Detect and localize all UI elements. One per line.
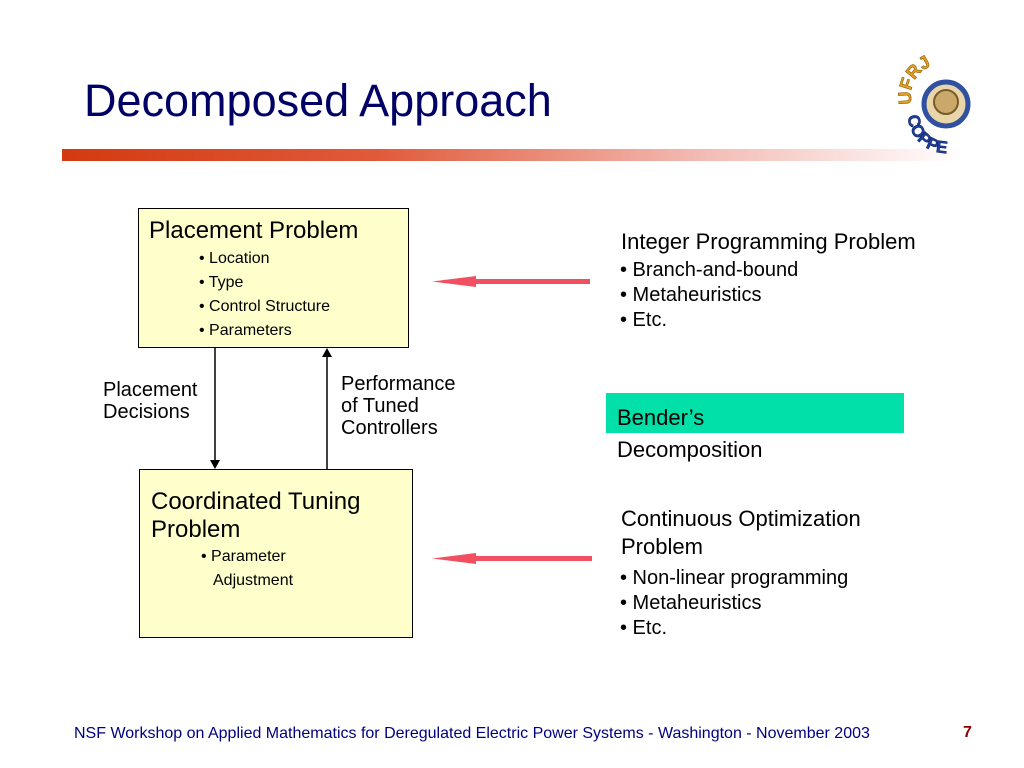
footer-text: NSF Workshop on Applied Mathematics for … (74, 725, 870, 742)
integer-bullet: • Branch-and-bound (620, 259, 799, 281)
placement-problem-box: Placement Problem • Location • Type • Co… (138, 208, 409, 348)
tuning-bullet: • Parameter (201, 548, 286, 565)
placement-bullet: • Parameters (199, 322, 292, 339)
continuous-title-line: Continuous Optimization (621, 506, 861, 531)
continuous-bullet: • Etc. (620, 617, 668, 639)
continuous-bullet: • Metaheuristics (620, 592, 762, 614)
label-line: Placement (103, 379, 198, 401)
integer-bullet: • Etc. (620, 309, 668, 331)
benders-decomposition-label: Bender’s Decomposition (617, 402, 763, 466)
continuous-title-line: Problem (621, 534, 703, 559)
continuous-optimization-title: Continuous Optimization Problem (621, 505, 861, 561)
red-left-arrow-icon (432, 553, 592, 564)
integer-programming-title: Integer Programming Problem (621, 229, 916, 254)
title-underline (62, 149, 962, 161)
label-line: Controllers (341, 417, 438, 439)
tuning-title-line: Coordinated Tuning (151, 488, 361, 515)
up-arrow-icon (322, 348, 332, 469)
benders-line: Bender’s (617, 405, 705, 430)
down-arrow-icon (210, 348, 220, 469)
label-line: of Tuned (341, 395, 419, 417)
coordinated-tuning-title: Coordinated Tuning Problem (151, 488, 360, 544)
placement-bullet-list: • Location • Type • Control Structure • … (199, 247, 330, 343)
performance-label: Performance of Tuned Controllers (341, 373, 456, 439)
tuning-bullet-list: • Parameter Adjustment (201, 545, 293, 593)
label-line: Decisions (103, 401, 190, 423)
logo-emblem-icon (933, 89, 959, 115)
page-number: 7 (963, 724, 972, 741)
placement-decisions-label: Placement Decisions (103, 379, 198, 423)
tuning-bullet: Adjustment (213, 572, 294, 589)
ufrj-coppe-logo: UFRJ COPPE (898, 54, 971, 154)
red-left-arrow-icon (432, 276, 590, 287)
integer-programming-list: • Branch-and-bound • Metaheuristics • Et… (620, 258, 798, 333)
slide-title: Decomposed Approach (84, 75, 552, 126)
benders-highlight (606, 393, 904, 433)
placement-bullet: • Control Structure (199, 298, 330, 315)
placement-bullet: • Type (199, 274, 244, 291)
tuning-title-line: Problem (151, 516, 241, 543)
coordinated-tuning-box: Coordinated Tuning Problem • Parameter A… (139, 469, 413, 638)
label-line: Performance (341, 373, 456, 395)
integer-bullet: • Metaheuristics (620, 284, 762, 306)
placement-problem-title: Placement Problem (149, 217, 359, 244)
continuous-bullet: • Non-linear programming (620, 567, 849, 589)
placement-bullet: • Location (199, 250, 270, 267)
benders-line: Decomposition (617, 437, 763, 462)
continuous-optimization-list: • Non-linear programming • Metaheuristic… (620, 566, 848, 641)
